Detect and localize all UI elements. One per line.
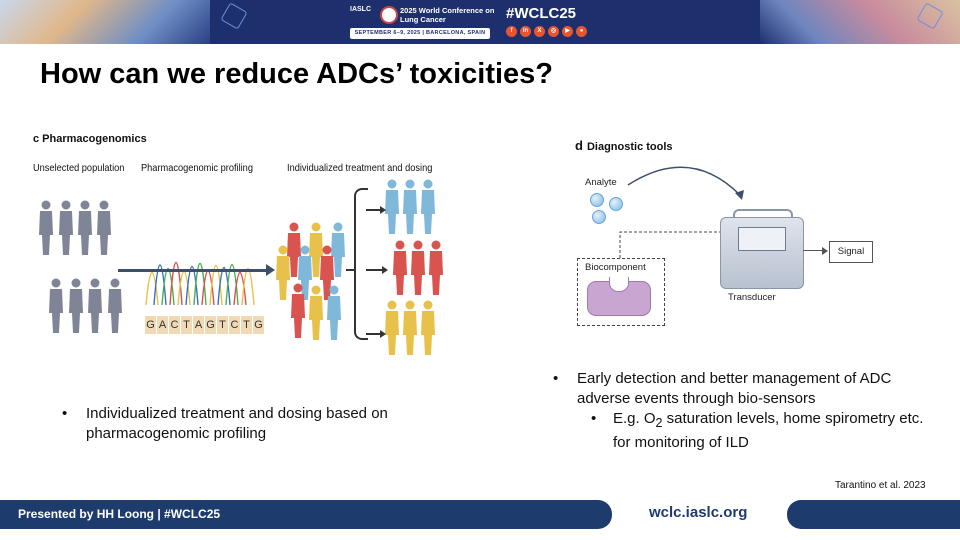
right-bullet-list: • Early detection and better management o… (553, 369, 933, 453)
oxygen-subscript: 2 (655, 416, 663, 430)
conference-banner: IASLC 2025 World Conference on Lung Canc… (0, 0, 960, 44)
presenter-label: Presented by HH Loong | #WCLC25 (18, 507, 221, 521)
wechat-icon[interactable]: ● (576, 26, 587, 37)
column-header-profiling: Pharmacogenomic profiling (141, 162, 253, 174)
sub-bullet-prefix: E.g. O (613, 410, 656, 427)
banner-photo-right (760, 0, 960, 44)
dna-base: C (169, 316, 181, 334)
biocomponent-receptor (609, 277, 629, 292)
banner-photo-left (0, 0, 210, 44)
signal-box: Signal (829, 241, 873, 263)
bullet-dot: • (553, 370, 559, 387)
sorted-blue-group (385, 179, 435, 234)
sorted-yellow-group (385, 300, 435, 355)
dna-base: G (253, 316, 265, 334)
panel-d-title: Diagnostic tools (586, 141, 673, 153)
dna-base: A (193, 316, 205, 334)
profiling-arrow-head (266, 264, 275, 276)
hexagon-decoration (220, 2, 248, 30)
transducer-screen (738, 227, 786, 251)
instagram-icon[interactable]: ◎ (548, 26, 559, 37)
social-links: f in X ◎ ▶ ● (506, 26, 587, 37)
linkedin-icon[interactable]: in (520, 26, 531, 37)
footer-bar-right (787, 500, 960, 529)
conference-title: 2025 World Conference on Lung Cancer (400, 6, 495, 24)
globe-icon (380, 6, 398, 24)
transducer-handle (733, 209, 793, 223)
bullet-text: Early detection and better management of… (577, 370, 892, 407)
dna-base: C (229, 316, 241, 334)
biocomponent-label: Biocomponent (585, 262, 646, 273)
left-bullet-list: • Individualized treatment and dosing bas… (62, 404, 442, 444)
signal-arrow (803, 250, 825, 251)
conference-url[interactable]: wclc.iaslc.org (649, 504, 748, 521)
analyte-arrow (627, 166, 741, 196)
column-header-individualized: Individualized treatment and dosing (287, 162, 433, 174)
panel-c-label: c Pharmacogenomics (33, 133, 147, 145)
dna-base: G (205, 316, 217, 334)
sub-bullet-suffix: saturation levels, home spirometry etc. … (613, 410, 924, 451)
biocomponent-box (577, 258, 665, 326)
sub-bullet-item: • E.g. O2 saturation levels, home spirome… (553, 409, 933, 453)
sorted-red-group (393, 240, 443, 295)
facebook-icon[interactable]: f (506, 26, 517, 37)
column-header-unselected: Unselected population (33, 162, 125, 174)
dna-base: G (145, 316, 157, 334)
analyte-molecule (590, 193, 604, 207)
x-icon[interactable]: X (534, 26, 545, 37)
bullet-text: Individualized treatment and dosing base… (86, 405, 388, 442)
analyte-label: Analyte (585, 177, 617, 188)
slide-title: How can we reduce ADCs’ toxicities? (40, 58, 554, 90)
panel-d-letter: d (575, 138, 583, 153)
conference-date-location: SEPTEMBER 6–9, 2025 | BARCELONA, SPAIN (350, 28, 490, 39)
dna-base: T (241, 316, 253, 334)
dna-base: T (217, 316, 229, 334)
transducer-label: Transducer (728, 292, 776, 303)
conference-logo: IASLC 2025 World Conference on Lung Canc… (350, 4, 495, 28)
iaslc-logo: IASLC (350, 6, 371, 13)
conference-hashtag: #WCLC25 (506, 5, 577, 22)
footer-bar-left (0, 500, 612, 529)
bullet-dot: • (62, 405, 68, 422)
profiling-arrow (118, 269, 268, 272)
dna-sequence: G A C T A G T C T G (145, 316, 265, 334)
sorting-bracket (354, 188, 368, 340)
unselected-population-figures (39, 200, 122, 333)
profiled-population-figures (276, 222, 345, 340)
dna-base: A (157, 316, 169, 334)
analyte-molecule (592, 210, 606, 224)
bullet-dot: • (591, 410, 597, 427)
dna-base: T (181, 316, 193, 334)
signal-arrow-head (822, 247, 828, 255)
youtube-icon[interactable]: ▶ (562, 26, 573, 37)
bullet-item: • Individualized treatment and dosing bas… (62, 404, 442, 444)
analyte-arrow-head (735, 190, 744, 200)
citation: Tarantino et al. 2023 (835, 480, 926, 491)
bullet-item: • Early detection and better management o… (553, 369, 933, 409)
analyte-molecule (609, 197, 623, 211)
